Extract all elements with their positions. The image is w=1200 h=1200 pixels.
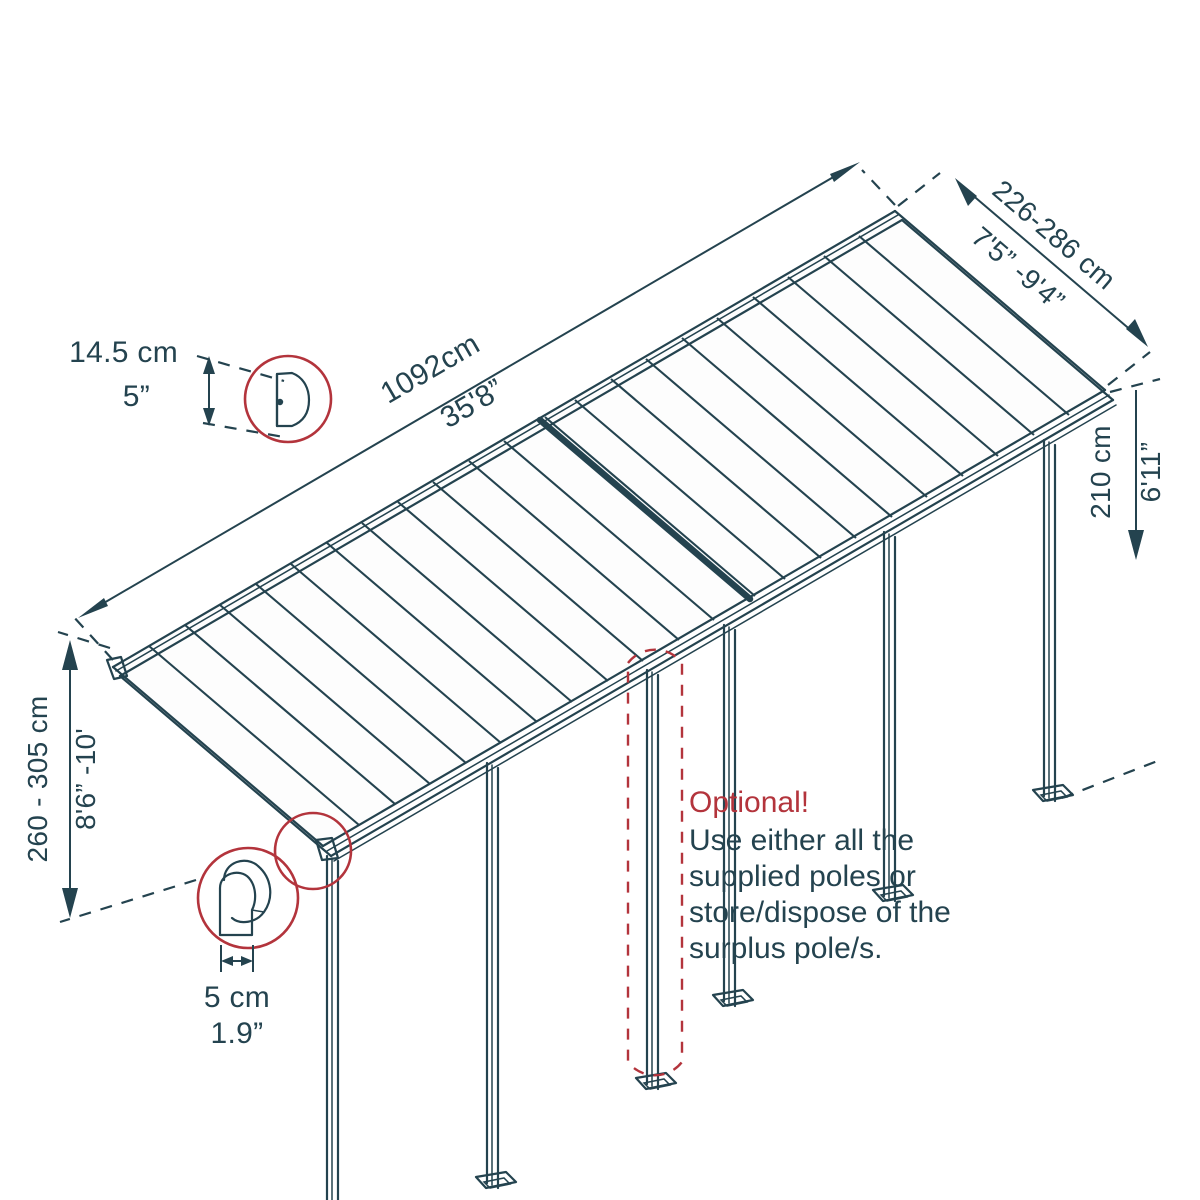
beam-profile-imperial-label: 5” xyxy=(123,380,150,413)
beam-profile-callout xyxy=(196,354,333,444)
roof-back-rail xyxy=(111,209,904,678)
front-height-metric-label: 210 cm xyxy=(1085,425,1116,519)
post-profile-metric-label: 5 cm xyxy=(204,981,270,1014)
post-cross-section-glyph xyxy=(218,859,272,937)
post-5 xyxy=(871,530,915,903)
dimension-front-height xyxy=(1061,377,1161,800)
roof-panel-ribs xyxy=(148,235,1070,826)
optional-note-heading: Optional! xyxy=(689,786,809,819)
post-1 xyxy=(325,854,340,1200)
beam-profile-circle xyxy=(243,354,333,444)
post-foot-2 xyxy=(474,1170,518,1190)
optional-note-line-2: supplied poles or xyxy=(689,860,916,893)
dimension-wall-height xyxy=(57,630,197,924)
front-height-imperial-label: 6'11” xyxy=(1135,442,1166,503)
roof-surface xyxy=(113,211,1105,846)
post-profile-callout xyxy=(196,811,353,972)
wall-height-metric-label: 260 - 305 cm xyxy=(22,695,53,862)
dimension-length xyxy=(71,162,896,661)
post-profile-circle xyxy=(196,846,300,950)
post-2 xyxy=(474,761,518,1190)
optional-note-line-1: Use either all the xyxy=(689,824,914,857)
wall-height-imperial-label: 8'6” -10' xyxy=(70,728,101,830)
post-foot-5 xyxy=(871,883,915,903)
post-foot-6 xyxy=(1031,783,1075,803)
roof-left-end-rail xyxy=(111,665,333,858)
beam-cross-section-glyph xyxy=(275,371,311,428)
optional-note-line-4: surplus pole/s. xyxy=(689,932,882,965)
post-4 xyxy=(711,623,755,1008)
roof-right-end-rail xyxy=(893,209,1115,402)
post-6 xyxy=(1031,438,1075,803)
post-corner-circle xyxy=(273,811,353,891)
post-foot-4 xyxy=(711,988,755,1008)
optional-post-highlight xyxy=(626,648,684,1077)
wall-bracket-left xyxy=(105,655,129,681)
post-profile-imperial-label: 1.9” xyxy=(211,1017,264,1050)
post-3-optional xyxy=(634,668,678,1091)
gutter-corner-left xyxy=(314,836,340,862)
length-imperial-label: 35'8” xyxy=(435,373,510,435)
roof-assembly xyxy=(105,209,1117,862)
support-posts xyxy=(325,438,1075,1200)
roof-center-beam xyxy=(536,416,754,603)
dimension-depth xyxy=(897,172,1151,386)
optional-note-line-3: store/dispose of the xyxy=(689,896,951,929)
beam-profile-metric-label: 14.5 cm xyxy=(69,336,178,369)
